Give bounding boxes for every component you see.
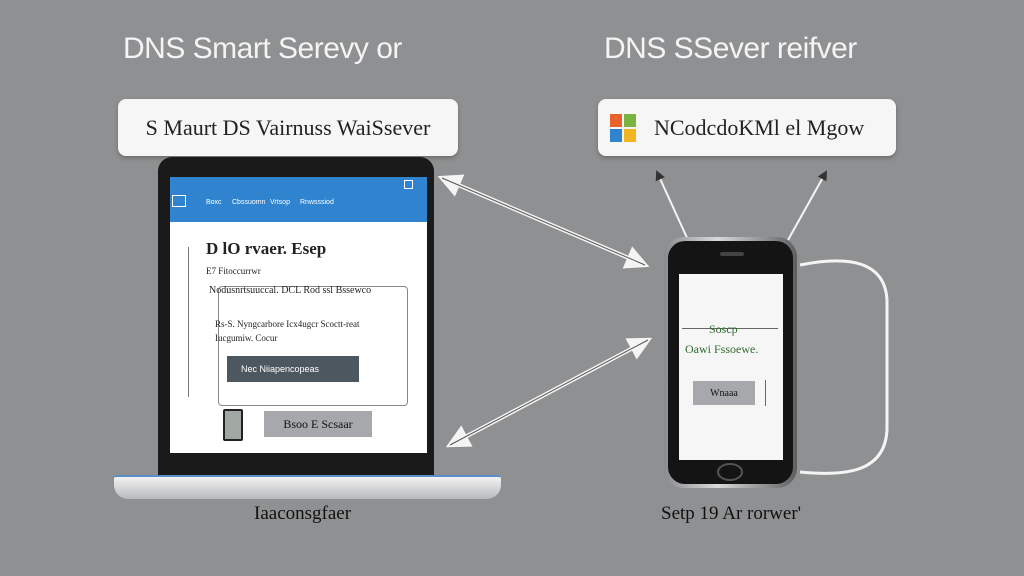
windows-logo-icon — [610, 113, 636, 142]
device-icon — [223, 409, 243, 441]
menu-icon[interactable] — [172, 195, 186, 207]
phone-caption: Setp 19 Ar rorwer' — [661, 503, 802, 524]
right-bubble-label: NCodcdoKMl el Mgow — [654, 114, 865, 140]
arrow-icon — [655, 170, 689, 241]
header-item[interactable]: Cbssuomn — [232, 199, 266, 206]
arrow-icon — [441, 177, 646, 266]
content-panel: Nodusnrtsuuccal. DCL Rod ssl Bssewco Rs-… — [209, 285, 408, 406]
home-button-icon[interactable] — [717, 463, 743, 481]
dark-button[interactable]: Nec Niiapencopeas — [227, 356, 359, 382]
window-icon[interactable] — [404, 180, 413, 189]
phone-speaker — [720, 252, 744, 256]
arrow-icon — [787, 170, 827, 241]
divider — [765, 380, 766, 406]
laptop-subtitle: E7 Fitoccurrwr — [206, 266, 261, 276]
panel-row: Iucgumiw. Cocur — [215, 333, 278, 343]
right-bubble: NCodcdoKMl el Mgow — [598, 99, 896, 156]
header-item[interactable]: Rnwsssiod — [300, 199, 334, 206]
header-item[interactable]: Boxc — [206, 199, 222, 206]
panel-row: Nodusnrtsuuccal. DCL Rod ssl Bssewco — [209, 285, 372, 296]
left-heading: DNS Smart Serevy or — [123, 32, 402, 65]
panel-row: Rs-S. Nyngcarbore Icx4ugcr Scoctt-reat — [215, 319, 360, 329]
laptop-header-bar: Boxc Cbssuomn Vrtsop Rnwsssiod — [170, 177, 427, 222]
left-bubble: S Maurt DS Vairnuss WaiSsever — [118, 99, 458, 156]
phone-screen: Soscp Oawi Fssoewe. Wnaaa — [679, 274, 783, 460]
phone-line2: Oawi Fssoewe. — [685, 342, 759, 356]
right-heading: DNS SSever reifver — [604, 32, 857, 65]
arrow-icon — [449, 339, 649, 446]
left-bubble-label: S Maurt DS Vairnuss WaiSsever — [145, 114, 431, 140]
grey-button[interactable]: Bsoo E Scsaar — [264, 411, 372, 437]
loop-connector — [799, 259, 889, 475]
laptop-screen: Boxc Cbssuomn Vrtsop Rnwsssiod D lO rvae… — [170, 177, 427, 453]
phone-line1: Soscp — [709, 322, 738, 336]
divider — [682, 328, 778, 329]
laptop-base — [114, 475, 501, 499]
header-item[interactable]: Vrtsop — [270, 199, 290, 206]
divider — [188, 247, 189, 397]
laptop-title: D lO rvaer. Esep — [206, 239, 327, 258]
phone-button[interactable]: Wnaaa — [693, 381, 755, 405]
laptop-caption: Iaaconsgfaer — [254, 503, 352, 524]
